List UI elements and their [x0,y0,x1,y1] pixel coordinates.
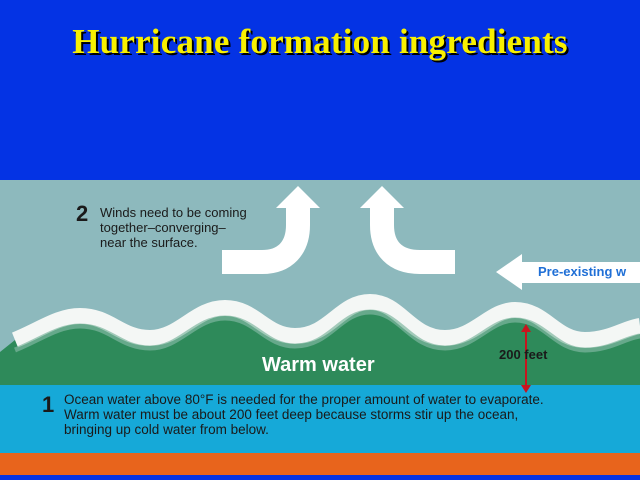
step-2-line: together–converging– [100,220,226,235]
info-band [0,385,640,453]
bottom-band [0,453,640,475]
right-wind-arrow [360,186,455,274]
step-1-description: Ocean water above 80°F is needed for the… [64,392,634,437]
step-2-line: Winds need to be coming [100,205,247,220]
wave-shade [14,309,640,353]
step-2-description: Winds need to be coming together–converg… [100,205,300,250]
step-1-line: bringing up cold water from below. [64,422,269,437]
step-2-number: 2 [76,201,89,226]
step-1-line: Ocean water above 80°F is needed for the… [64,392,544,407]
warm-water-layer [0,302,640,385]
step-1-line: Warm water must be about 200 feet deep b… [64,407,519,422]
depth-arrow [521,324,531,393]
step-1-number: 1 [42,392,55,417]
depth-label: 200 feet [499,347,548,362]
warm-water-label: Warm water [262,354,375,376]
hurricane-diagram: 2 Winds need to be coming together–conve… [0,180,640,480]
diagram-illustration [0,180,640,480]
slide-title: Hurricane formation ingredients [72,22,568,61]
left-wind-arrow [222,186,320,274]
step-2-line: near the surface. [100,235,198,250]
wave-crest [11,294,640,348]
pre-existing-wind-arrow [496,254,640,290]
pre-existing-wind-label: Pre-existing w [538,264,627,279]
